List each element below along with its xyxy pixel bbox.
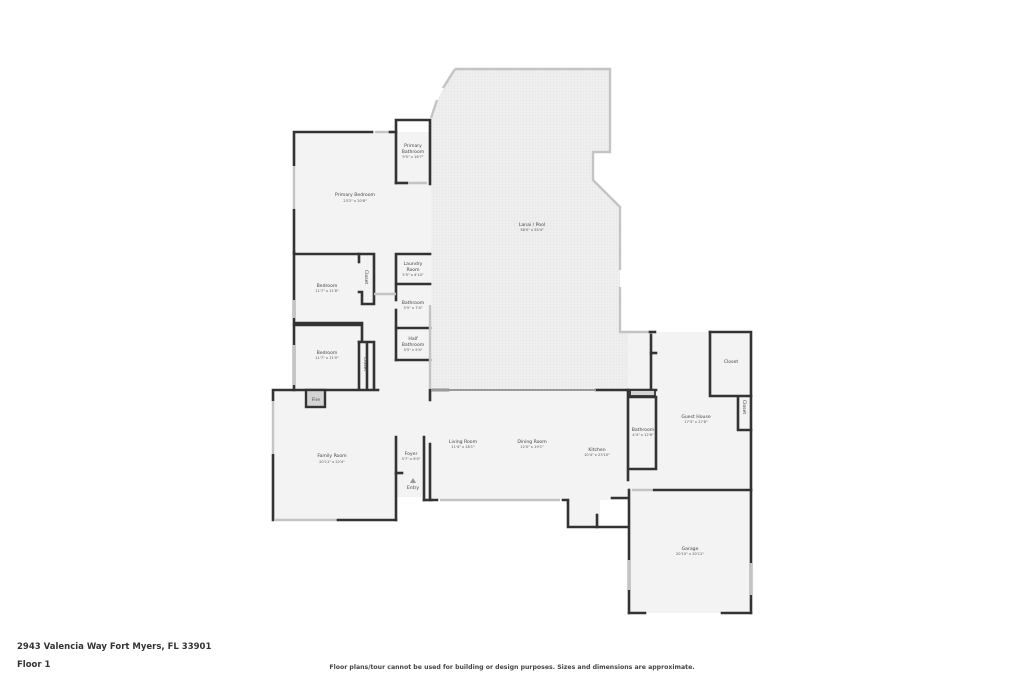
closet-2-name: Closet [362, 357, 368, 372]
laundry-room-dims: 5'5" x 4'10" [402, 273, 423, 277]
primary-bedroom-dims: 23'2" x 20'8" [343, 199, 367, 203]
kitchen-name: Kitchen [588, 447, 605, 453]
room-labels: Primary Bathroom 9'5" x 16'7" Primary Be… [312, 143, 747, 556]
garage-dims: 20'10" x 20'11" [676, 552, 704, 556]
guest-bathroom-dims: 4'4" x 12'6" [632, 433, 653, 437]
bedroom-2-name: Bedroom [317, 350, 338, 356]
dining-room-dims: 12'0" x 19'1" [520, 445, 544, 449]
guest-closet-2-name: Closet [741, 400, 747, 415]
guest-house-floor [628, 332, 751, 490]
disclaimer: Floor plans/tour cannot be used for buil… [0, 664, 1024, 671]
house-floor [273, 132, 628, 527]
garage-name: Garage [682, 546, 699, 552]
bathroom-1-dims: 5'5" x 7'4" [404, 306, 423, 310]
fire-name: Fire [312, 397, 320, 403]
family-room-name: Family Room [317, 453, 347, 459]
family-room-dims: 20'11" x 22'4" [319, 460, 345, 464]
fireplace [304, 388, 327, 409]
floor-fills [273, 69, 751, 613]
disclaimer-text: Floor plans/tour cannot be used for buil… [329, 664, 695, 671]
guest-house-dims: 17'3" x 27'8" [684, 420, 708, 424]
entry-arrow-icon [410, 478, 416, 483]
bedroom-2-dims: 11'7" x 11'0" [315, 356, 339, 360]
guest-house-name: Guest House [681, 414, 711, 420]
lanai-floor [431, 69, 650, 390]
lanai-outline [429, 67, 650, 334]
primary-bathroom-dims: 9'5" x 16'7" [402, 155, 423, 159]
guest-closet-1-name: Closet [724, 359, 739, 365]
living-room-name: Living Room [449, 439, 478, 445]
guest-bath-vanity [629, 389, 656, 397]
primary-bathroom-name-2: Bathroom [402, 149, 425, 155]
living-room-dims: 11'4" x 18'1" [451, 445, 475, 449]
bedroom-1-name: Bedroom [317, 283, 338, 289]
laundry-room-name-2: Room [406, 267, 420, 273]
walls [271, 118, 753, 615]
entry-name: Entry [407, 485, 420, 491]
garage-floor [629, 490, 751, 613]
lanai-pool-dims: 38'0" x 55'4" [520, 228, 544, 232]
lanai-pool-name: Lanai / Pool [519, 222, 545, 228]
property-address: 2943 Valencia Way Fort Myers, FL 33901 [17, 642, 212, 652]
foyer-dims: 5'7" x 6'0" [402, 457, 421, 461]
closet-1-name: Closet [363, 270, 369, 285]
primary-bathroom-name-1: Primary [404, 143, 422, 149]
bedroom-1-dims: 11'7" x 11'8" [315, 289, 339, 293]
half-bathroom-dims: 5'5" x 5'4" [404, 348, 423, 352]
half-bathroom-name-1: Half [408, 336, 418, 342]
primary-bedroom-name: Primary Bedroom [335, 192, 376, 198]
laundry-room-name-1: Laundry [404, 261, 423, 267]
floor-label: Floor 1 [17, 660, 51, 670]
dining-room-name: Dining Room [517, 439, 547, 445]
guest-bathroom-name: Bathroom [632, 427, 655, 433]
half-bathroom-name-2: Bathroom [402, 342, 425, 348]
foyer-name: Foyer [405, 451, 418, 457]
bathroom-1-name: Bathroom [402, 300, 425, 306]
kitchen-dims: 10'4" x 23'10" [584, 453, 610, 457]
